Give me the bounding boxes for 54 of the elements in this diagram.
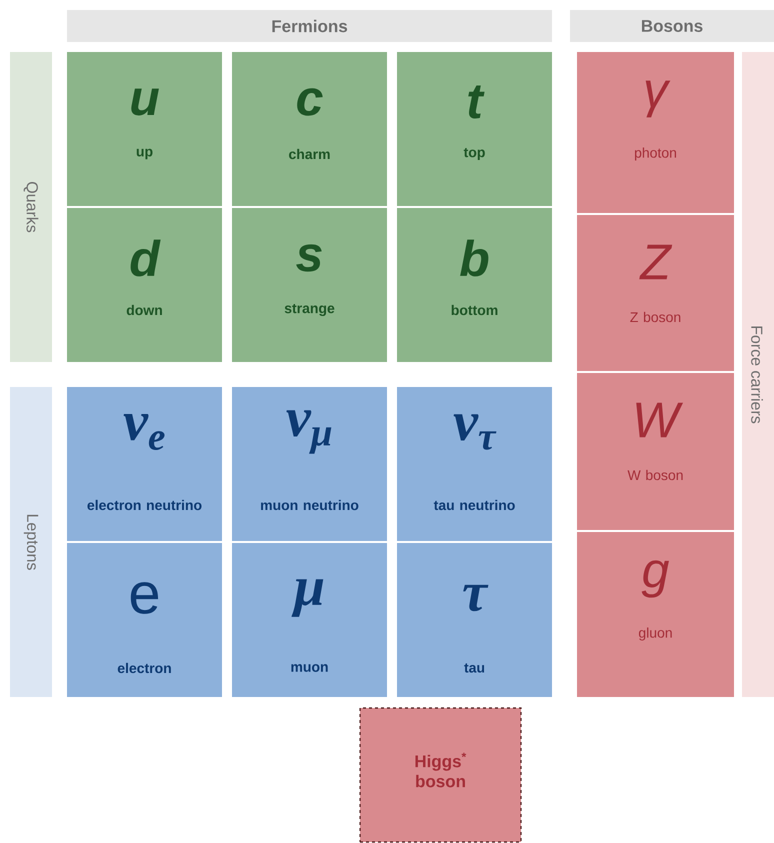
header-band: Bosons — [570, 10, 774, 42]
particle-cell — [67, 543, 222, 697]
particle-name: strange — [284, 304, 334, 316]
side-band: Quarks — [10, 52, 52, 362]
particle-name: tau neutrino — [434, 500, 515, 510]
particle-cell — [577, 532, 734, 697]
particle-symbol: u — [131, 88, 159, 116]
particle-cell — [397, 52, 552, 206]
particle-symbol: W — [636, 402, 684, 438]
particle-symbol: s — [296, 244, 322, 272]
particle-symbol: e — [130, 582, 158, 614]
particle-symbol: g — [642, 560, 669, 598]
particle-cell — [232, 543, 387, 697]
particle-cell — [397, 208, 552, 362]
particle-name: top — [464, 148, 485, 160]
particle-name: muon neutrino — [261, 500, 358, 510]
particle-cell — [397, 387, 552, 541]
side-band: Force carriers — [742, 52, 774, 697]
particle-cell — [232, 387, 387, 541]
particle-symbol: Z — [639, 244, 672, 280]
particle-symbol: ν$_{e}$ — [124, 414, 164, 450]
header-band: Fermions — [67, 10, 552, 42]
particle-symbol: τ — [463, 584, 488, 612]
particle-symbol: t — [468, 86, 485, 118]
particle-name: Z boson — [630, 312, 680, 322]
particle-cell — [232, 208, 387, 362]
particle-name: up — [136, 148, 152, 160]
particle-name: muon — [291, 664, 328, 672]
particle-cell — [577, 373, 734, 530]
particle-cell — [577, 215, 734, 371]
particle-symbol: d — [130, 240, 161, 276]
particle-cell — [397, 543, 552, 697]
particle-name: down — [126, 304, 162, 316]
particle-cell — [232, 52, 387, 206]
particle-cell — [67, 387, 222, 541]
particle-cell: Higgs$^{*}$ boson — [359, 707, 522, 843]
particle-symbol: c — [297, 88, 323, 116]
particle-name: electron — [118, 662, 171, 674]
particle-name: tau — [464, 663, 484, 673]
particle-symbol: ν$_{τ}$ — [454, 414, 496, 450]
particle-cell — [577, 52, 734, 213]
particle-cell — [67, 208, 222, 362]
particle-cell — [67, 52, 222, 206]
particle-name: electron neutrino — [88, 500, 202, 510]
particle-symbol: ν$_{μ}$ — [286, 410, 332, 454]
particle-symbol: μ — [292, 579, 324, 617]
particle-symbol: b — [460, 240, 488, 276]
side-band: Leptons — [10, 387, 52, 697]
particle-name: charm — [289, 148, 330, 160]
particle-name: bottom — [452, 304, 498, 316]
particle-symbol: γ — [646, 80, 670, 118]
particle-name: gluon — [638, 627, 672, 641]
particle-name: photon — [635, 147, 676, 161]
particle-name: W boson — [628, 470, 683, 480]
